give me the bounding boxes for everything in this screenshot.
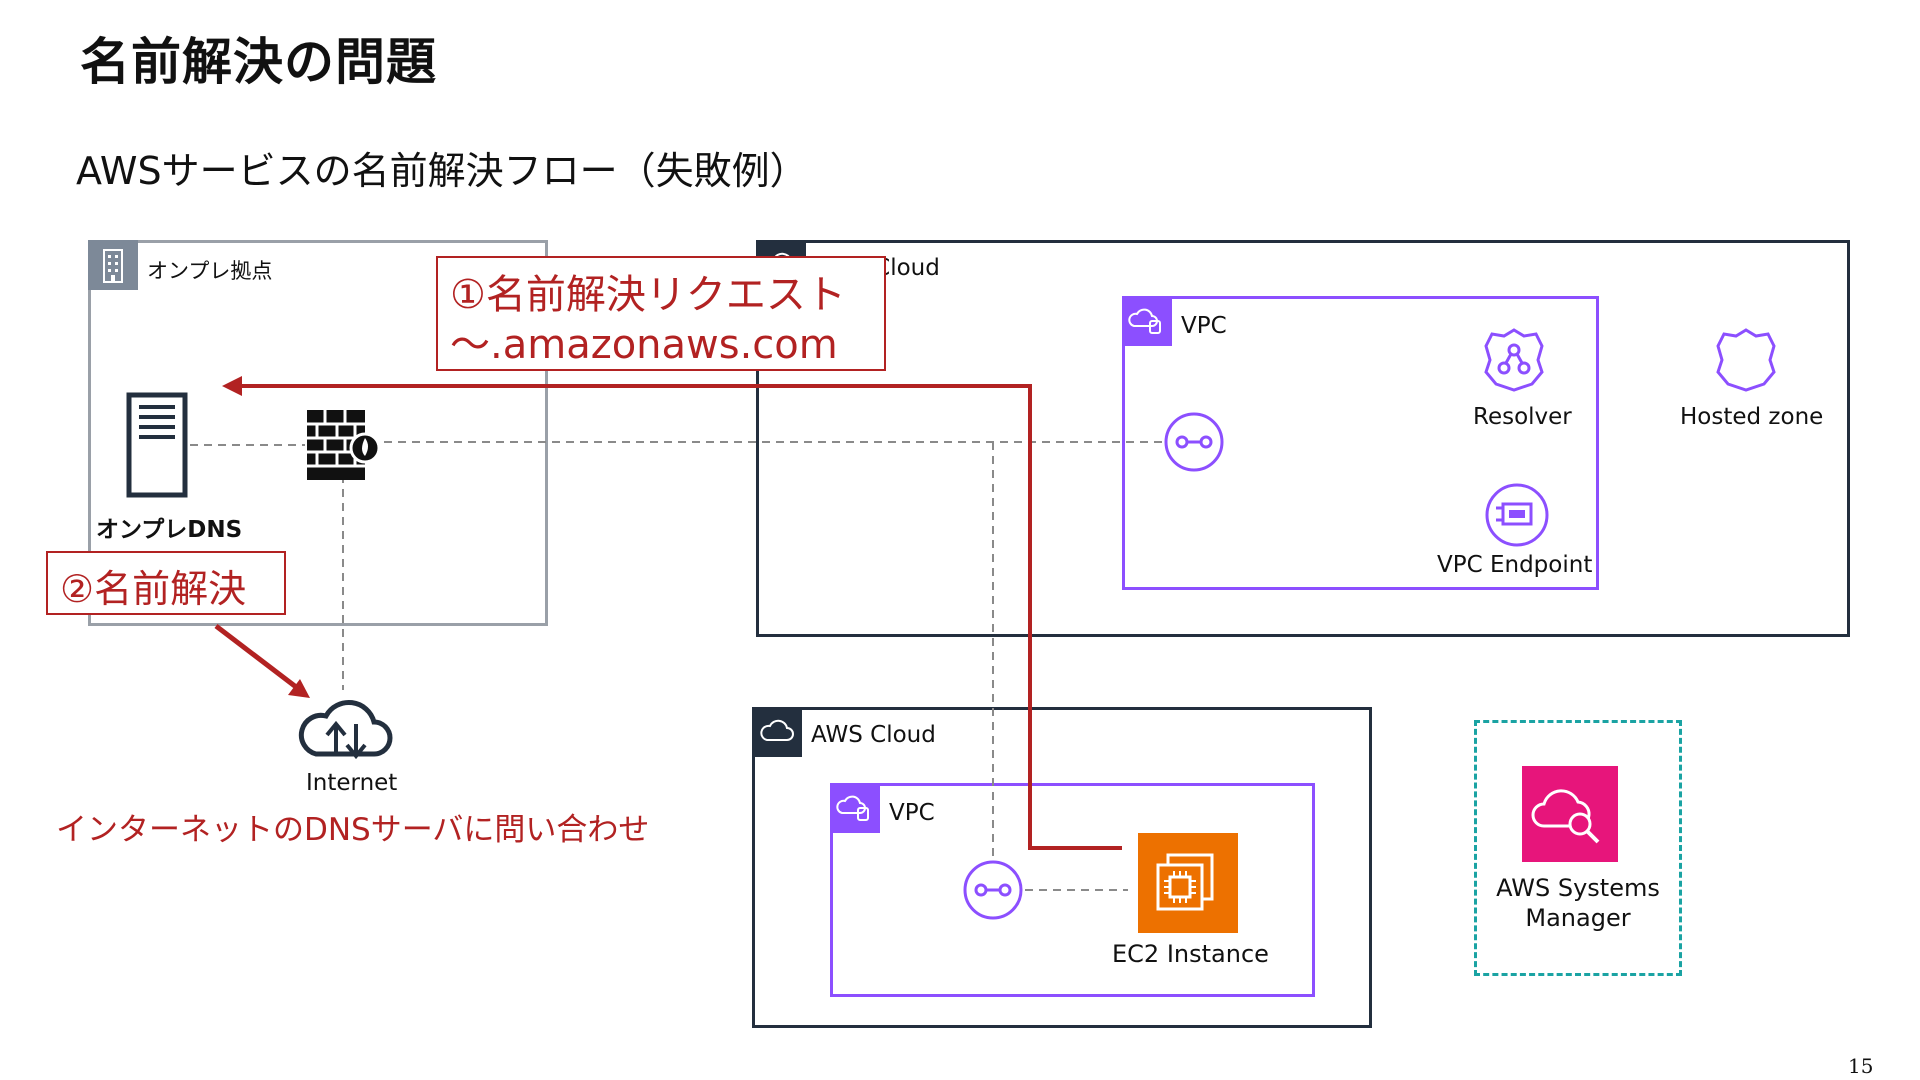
ssm-label-line1: AWS Systems (1496, 874, 1660, 902)
internet-cloud-icon (298, 699, 393, 760)
resolve-arrow (214, 624, 302, 692)
vpc-endpoint-icon (1485, 483, 1549, 547)
page-number: 15 (1848, 1054, 1874, 1078)
interface-endpoint-icon (1164, 412, 1224, 472)
vpc-icon (1122, 296, 1172, 346)
firewall-icon (307, 410, 381, 480)
onprem-dns-label: オンプレDNS (96, 517, 243, 543)
server-icon (126, 392, 188, 498)
vpc-group-top: VPC (1122, 296, 1599, 590)
resolver-label: Resolver (1473, 404, 1572, 430)
onprem-group-label: オンプレ拠点 (147, 259, 273, 283)
ec2-label: EC2 Instance (1112, 940, 1269, 968)
vpc-label-top: VPC (1181, 313, 1227, 339)
systems-manager-icon (1522, 766, 1618, 862)
aws-cloud-icon (752, 707, 802, 757)
resolve-callout-text: ②名前解決 (60, 567, 247, 611)
interface-endpoint-icon (963, 860, 1023, 920)
hosted-zone-label: Hosted zone (1680, 404, 1824, 430)
request-arrowhead (222, 376, 242, 396)
aws-cloud-label-bottom: AWS Cloud (811, 722, 936, 748)
vpc-label-bottom: VPC (889, 800, 935, 826)
hosted-zone-icon (1716, 328, 1776, 392)
ec2-instance-icon (1138, 833, 1238, 933)
vpc-group-bottom: VPC (830, 783, 1315, 997)
internet-query-note: インターネットのDNSサーバに問い合わせ (56, 812, 650, 848)
vpc-icon (830, 783, 880, 833)
diagram-subtitle: AWSサービスの名前解決フロー（失敗例） (76, 149, 808, 193)
aws-cloud-group-bottom: AWS Cloud (752, 707, 1372, 1028)
request-callout-line1: ①名前解決リクエスト (450, 272, 846, 318)
ssm-group (1474, 720, 1682, 976)
resolve-arrowhead (288, 679, 310, 698)
internet-label: Internet (306, 770, 398, 796)
resolver-icon (1484, 328, 1544, 392)
vpc-endpoint-label: VPC Endpoint (1437, 552, 1593, 578)
building-icon (88, 240, 138, 290)
ssm-label-line2: Manager (1525, 904, 1631, 932)
onprem-group: オンプレ拠点 (88, 240, 548, 626)
resolve-callout: ②名前解決 (46, 551, 286, 615)
request-callout: ①名前解決リクエスト ～.amazonaws.com (436, 256, 886, 371)
request-callout-line2: ～.amazonaws.com (450, 322, 838, 368)
page-title: 名前解決の問題 (80, 33, 437, 91)
request-path (230, 384, 1122, 850)
